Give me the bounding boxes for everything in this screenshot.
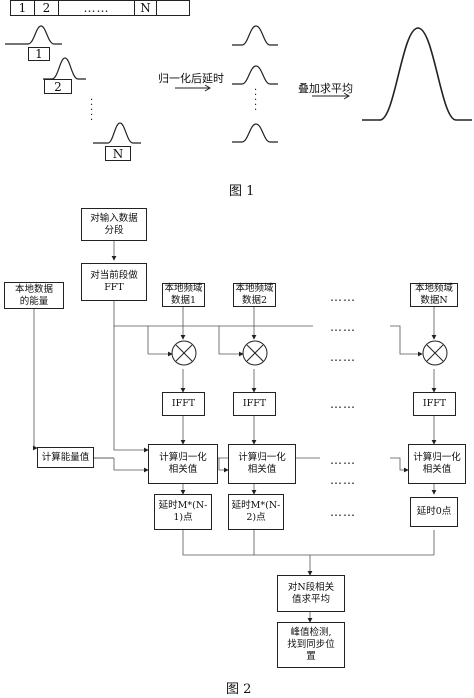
- segment-label-n: N: [105, 146, 131, 161]
- ellipsis-row-3: ……: [330, 397, 356, 411]
- local-energy-box: 本地数据 的能量: [4, 282, 64, 309]
- aligned-pulse-2: [232, 65, 278, 85]
- peak-detect-box: 峰值检测, 找到同步位 置: [277, 622, 345, 668]
- figure-1-caption: 图 1: [229, 184, 255, 199]
- norm-corr-box-n: 计算归一化 相关值: [408, 444, 466, 484]
- delay-box-1: 延时M*(N- 1)点: [154, 494, 212, 530]
- averaged-pulse: [362, 27, 472, 121]
- freq-data-box-2: 本地频域 数据2: [233, 283, 276, 307]
- arrow-normalize-delay: [175, 84, 211, 92]
- figure-2-caption: 图 2: [226, 682, 252, 697]
- delay-box-n: 延时0点: [410, 497, 458, 527]
- multiplier-icon-1: [171, 340, 197, 366]
- segment-cell: 1: [11, 1, 35, 15]
- segment-bar: 1 2 …… N: [10, 0, 190, 16]
- ellipsis-row-1: ……: [330, 320, 356, 334]
- aligned-pulse-n: [232, 123, 278, 143]
- ifft-box-1: IFFT: [162, 392, 205, 416]
- multiplier-icon-2: [242, 340, 268, 366]
- ellipsis-row-4: ……: [330, 453, 356, 467]
- pulse-2: [43, 57, 86, 80]
- ellipsis-row-6: ……: [330, 505, 356, 519]
- split-input-box: 对输入数据 分段: [81, 208, 147, 241]
- energy-calc-box: 计算能量值: [37, 447, 94, 468]
- aligned-pulse-1: [232, 25, 278, 46]
- segment-label-1: 1: [28, 47, 50, 61]
- average-box: 对N段相关 值求平均: [277, 575, 345, 612]
- segment-cell: 2: [35, 1, 59, 15]
- arrow-label-sum-average: 叠加求平均: [298, 82, 353, 95]
- multiplier-icon-n: [422, 340, 448, 366]
- freq-data-box-n: 本地频域 数据N: [410, 283, 458, 307]
- ellipsis-row-2: ……: [330, 350, 356, 364]
- ellipsis-row-5: ……: [330, 473, 356, 487]
- ifft-box-n: IFFT: [413, 392, 456, 416]
- arrow-sum-average: [312, 92, 350, 100]
- fft-box: 对当前段做 FFT: [81, 263, 147, 301]
- delay-box-2: 延时M*(N- 2)点: [228, 494, 284, 530]
- ellipsis-freq: ……: [330, 290, 356, 304]
- segment-label-2: 2: [44, 79, 72, 94]
- segment-cell: N: [135, 1, 157, 15]
- norm-corr-box-2: 计算归一化 相关值: [228, 444, 296, 484]
- pulse-n: [93, 122, 141, 144]
- ifft-box-2: IFFT: [233, 392, 276, 416]
- pulse-1: [5, 25, 62, 45]
- segment-cell: ……: [59, 1, 135, 15]
- vertical-ellipsis-left: ·····: [90, 95, 95, 126]
- segment-cell: [157, 1, 189, 15]
- freq-data-box-1: 本地频域 数据1: [162, 283, 205, 307]
- norm-corr-box-1: 计算归一化 相关值: [148, 444, 218, 484]
- arrow-label-normalize-delay: 归一化后延时: [158, 72, 224, 85]
- vertical-ellipsis-right: ·····: [254, 85, 259, 116]
